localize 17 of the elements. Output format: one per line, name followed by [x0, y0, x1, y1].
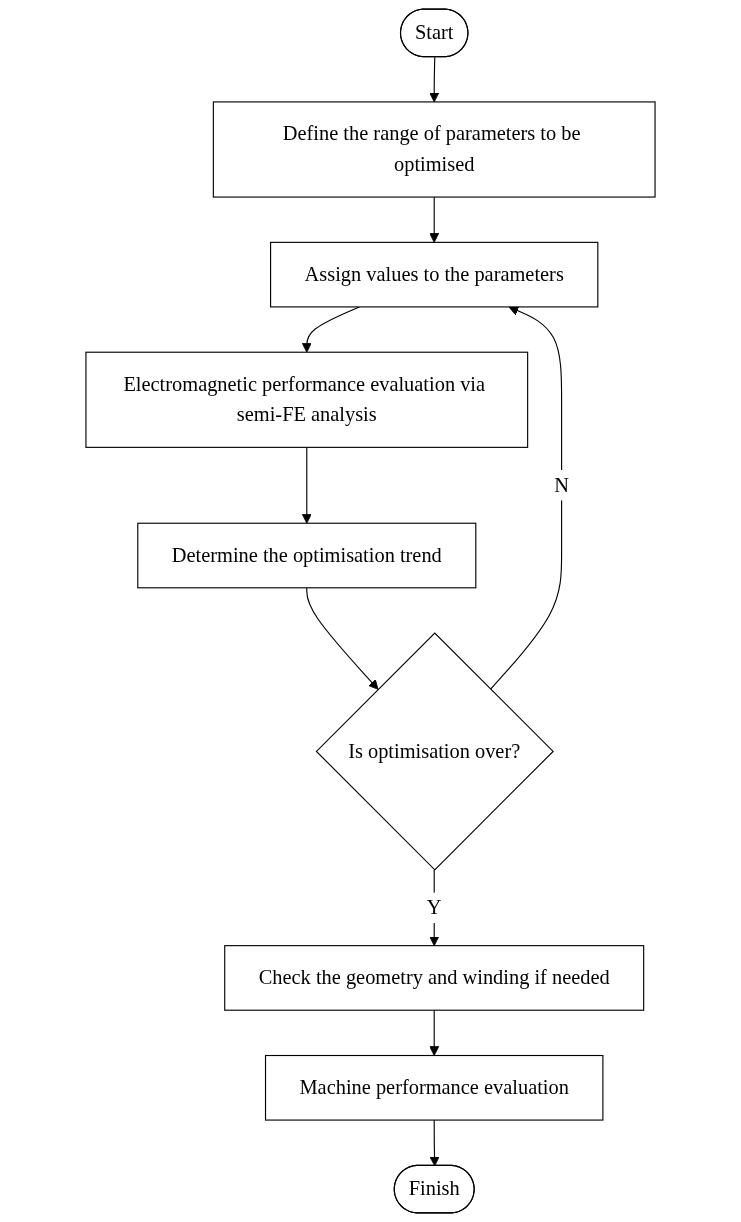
arrow — [306, 587, 379, 690]
node-box: Machine performance evaluation — [264, 1054, 604, 1121]
arrow — [301, 446, 312, 524]
node-diamond: Is optimisation over? — [315, 632, 554, 871]
arrow — [429, 1009, 440, 1056]
node-box: Check the geometry and winding if needed — [224, 945, 645, 1011]
node-box: Determine the optimisation trend — [137, 522, 477, 589]
node-box: Assign values to the parameters — [270, 241, 599, 308]
arrow — [489, 305, 563, 690]
arrow — [301, 306, 360, 353]
edge-label: Y — [426, 895, 442, 919]
node-box: Define the range of parameters to be optimised — [212, 101, 656, 198]
arrow — [429, 56, 440, 103]
arrow — [429, 196, 440, 243]
arrow — [429, 1119, 440, 1167]
node-box: Electromagnetic performance evaluation via semi-FE analysis — [85, 351, 529, 448]
edge-label: N — [554, 473, 569, 497]
